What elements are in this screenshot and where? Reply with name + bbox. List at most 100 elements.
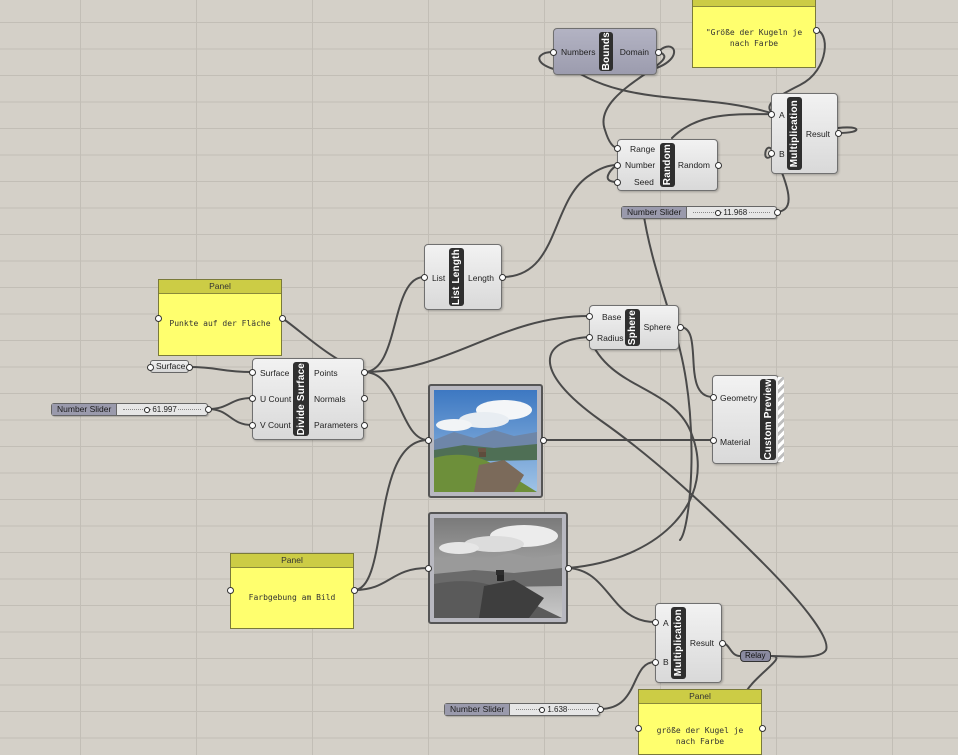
slider-divide-out-port[interactable]: [204, 405, 212, 413]
mult-top-b-port[interactable]: [767, 149, 775, 157]
panel-color-out-port[interactable]: [350, 586, 358, 594]
multiplication-top-component[interactable]: A B Multiplication Result: [771, 93, 838, 174]
list-length-component[interactable]: List List Length Length: [424, 244, 502, 310]
random-output: Random: [677, 160, 710, 170]
panel-top-right-out-port[interactable]: [812, 26, 820, 34]
image-color-in-port[interactable]: [424, 436, 432, 444]
wire-surface-param: [188, 366, 253, 373]
mult-top-input-a: A: [779, 110, 785, 120]
random-title: Random: [660, 143, 675, 187]
image-bw-in-port[interactable]: [424, 564, 432, 572]
random-number-port[interactable]: [613, 161, 621, 169]
preview-input-geometry: Geometry: [720, 393, 758, 403]
list-length-length-port[interactable]: [498, 273, 506, 281]
panel-color-in-port[interactable]: [226, 586, 234, 594]
panel-size-in-port[interactable]: [634, 724, 642, 732]
mult-bottom-input-a: A: [663, 618, 669, 628]
wire-points-to-list: [363, 276, 425, 373]
slider-mult-out-port[interactable]: [596, 705, 604, 713]
custom-preview-component[interactable]: Geometry Material Custom Preview: [712, 375, 779, 464]
sphere-output-port[interactable]: [676, 323, 684, 331]
bounds-domain-port[interactable]: [654, 48, 662, 56]
slider-track[interactable]: 61.997: [117, 404, 207, 415]
slider-random-out-port[interactable]: [773, 208, 781, 216]
image-color-component[interactable]: [428, 384, 543, 498]
mult-top-result-port[interactable]: [834, 129, 842, 137]
divide-surface-port[interactable]: [248, 368, 256, 376]
random-input-range: Range: [630, 144, 656, 154]
divide-normals-port[interactable]: [360, 394, 368, 402]
preview-material-port[interactable]: [709, 436, 717, 444]
panel-points-out-port[interactable]: [278, 314, 286, 322]
divide-vcount-port[interactable]: [248, 421, 256, 429]
mult-top-title: Multiplication: [787, 97, 802, 170]
bounds-input-numbers: Numbers: [561, 47, 596, 57]
random-input-seed: Seed: [634, 177, 654, 187]
panel-points-in-port[interactable]: [154, 314, 162, 322]
bounds-title: Bounds: [599, 32, 613, 71]
list-length-list-port[interactable]: [420, 273, 428, 281]
wire-length-to-number: [501, 164, 618, 278]
surface-param-in-port[interactable]: [146, 363, 154, 371]
bounds-numbers-port[interactable]: [549, 48, 557, 56]
wire-slider-ucount: [207, 397, 253, 410]
divide-surface-component[interactable]: Surface U Count V Count Divide Surface P…: [252, 358, 364, 440]
list-length-title: List Length: [449, 248, 464, 306]
image-bw-component[interactable]: [428, 512, 568, 624]
divide-ucount-port[interactable]: [248, 394, 256, 402]
multiplication-bottom-component[interactable]: A B Multiplication Result: [655, 603, 722, 683]
slider-name: Number Slider: [622, 207, 688, 218]
list-length-output: Length: [468, 273, 494, 283]
mult-bottom-b-port[interactable]: [651, 658, 659, 666]
mult-top-a-port[interactable]: [767, 110, 775, 118]
sphere-output: Sphere: [643, 322, 671, 332]
slider-name: Number Slider: [52, 404, 118, 415]
custom-preview-title: Custom Preview: [760, 379, 776, 460]
number-slider-mult[interactable]: Number Slider 1.638: [444, 703, 600, 716]
sphere-base-port[interactable]: [585, 312, 593, 320]
surface-param-out-port[interactable]: [185, 363, 193, 371]
panel-size-out-port[interactable]: [758, 724, 766, 732]
slider-name: Number Slider: [445, 704, 511, 715]
bounds-output-domain: Domain: [619, 47, 649, 57]
panel-color[interactable]: Panel Farbgebung am Bild: [230, 553, 354, 629]
panel-header: Panel: [159, 280, 281, 294]
divide-input-surface: Surface: [260, 368, 290, 378]
divide-parameters-port[interactable]: [360, 421, 368, 429]
number-slider-random[interactable]: Number Slider 11.968: [621, 206, 777, 219]
sphere-component[interactable]: Base Radius Sphere Sphere: [589, 305, 679, 350]
slider-knob[interactable]: [715, 210, 722, 216]
mult-bottom-result-port[interactable]: [718, 639, 726, 647]
image-color-out-port[interactable]: [539, 436, 547, 444]
random-seed-port[interactable]: [613, 178, 621, 186]
bounds-component[interactable]: Numbers Bounds Domain: [553, 28, 657, 75]
slider-knob[interactable]: [144, 407, 151, 413]
slider-value: 11.968: [722, 207, 749, 218]
random-range-port[interactable]: [613, 144, 621, 152]
panel-text: Farbgebung am Bild: [248, 593, 336, 602]
mult-top-output-result: Result: [805, 129, 830, 139]
slider-knob[interactable]: [539, 707, 546, 713]
divide-output-parameters: Parameters: [314, 420, 358, 430]
panel-points[interactable]: Panel Punkte auf der Fläche: [158, 279, 282, 356]
panel-top-right[interactable]: "Größe der Kugeln je nach Farbe: [692, 0, 816, 68]
random-output-port[interactable]: [714, 161, 722, 169]
preview-geometry-port[interactable]: [709, 393, 717, 401]
surface-param[interactable]: Surface: [150, 360, 189, 373]
slider-track[interactable]: 1.638: [510, 704, 599, 715]
panel-size[interactable]: Panel größe der Kugel je nach Farbe: [638, 689, 762, 755]
divide-points-port[interactable]: [360, 368, 368, 376]
number-slider-divide[interactable]: Number Slider 61.997: [51, 403, 208, 416]
mult-bottom-a-port[interactable]: [651, 618, 659, 626]
divide-input-ucount: U Count: [260, 394, 292, 404]
random-component[interactable]: Range Number Seed Random Random: [617, 139, 718, 191]
panel-header: [693, 0, 815, 7]
preview-input-material: Material: [720, 437, 751, 447]
sphere-radius-port[interactable]: [585, 333, 593, 341]
preview-edge-pattern: [778, 377, 784, 462]
panel-text: größe der Kugel je nach Farbe: [656, 726, 744, 746]
relay-param[interactable]: Relay: [740, 650, 771, 662]
slider-track[interactable]: 11.968: [687, 207, 776, 218]
image-bw-out-port[interactable]: [564, 564, 572, 572]
sphere-title: Sphere: [625, 309, 640, 346]
